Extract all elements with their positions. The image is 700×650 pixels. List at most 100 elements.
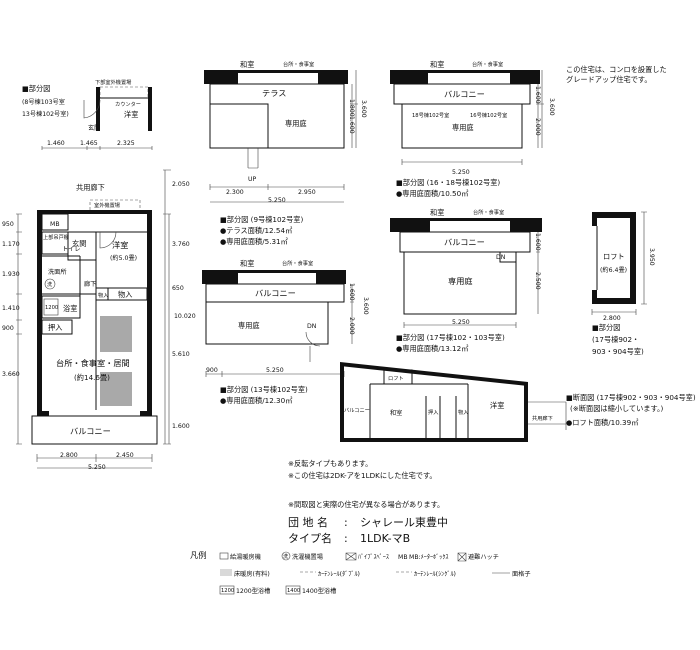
section-caption-1: ■断面図 (17号棟902・903・904号室) — [566, 393, 696, 402]
plan16-garden: 専用庭 — [452, 123, 474, 132]
escape-hatch-icon — [457, 552, 467, 562]
bath-size-label: 1200 — [45, 305, 58, 311]
svg-text::: : — [344, 516, 348, 529]
bath-1400-icon — [285, 585, 301, 595]
plan9-caption-2: ●テラス面積/12.54㎡ — [220, 226, 292, 235]
legend-item-2: ﾊﾟｲﾌﾟｽﾍﾟｰｽ — [358, 554, 389, 561]
plan16-caption-1: ■部分図 (16・18号棟102号室) — [396, 178, 500, 187]
right-dim-4: 10.020 — [174, 313, 196, 320]
balcony-label: バルコニー — [70, 426, 111, 436]
section-drawing: ロフト バルコニー 和室 押入 物入 洋室 共用廊下 ■断面図 (17号棟902… — [340, 362, 696, 442]
plan16-dim-v3: 3.600 — [548, 98, 555, 116]
legend-item-0: 給湯暖房機 — [230, 553, 261, 561]
plan13-dim-v1: 1.600 — [348, 283, 355, 301]
property-type-label: タイプ名 — [288, 531, 332, 545]
plan17-dim-v2: 2.500 — [534, 272, 541, 290]
plan9-dim-h2: 2.950 — [298, 189, 316, 196]
upper-plan-units-1: (8号棟103号室 — [22, 98, 65, 106]
corridor-label: 共用廊下 — [76, 183, 105, 192]
plan9-garden: 専用庭 — [285, 119, 307, 128]
right-dim-5: 5.610 — [172, 351, 190, 358]
left-dim-3: 1.930 — [2, 271, 20, 278]
plan17-caption-1: ■部分図 (17号棟102・103号室) — [396, 333, 505, 342]
bath-1200-icon — [219, 585, 235, 595]
washer-icon — [281, 551, 291, 561]
mb-label: MB — [50, 221, 60, 228]
partial-plan-13: 和室 台所・食事室 バルコニー 専用庭 DN 1.600 2.000 3.600… — [202, 259, 369, 405]
storage-label: 物入 — [118, 290, 132, 299]
outdoor-unit2-label: 室外機置場 — [94, 201, 120, 209]
plan9-dim-h1: 2.300 — [226, 189, 244, 196]
floor-heating-icon — [220, 569, 232, 576]
plan13-caption-1: ■部分図 (13号棟102号室) — [220, 385, 308, 394]
top-dim-3: 2.325 — [117, 140, 135, 147]
legend-item-7: ｶｰﾃﾝﾚｰﾙ(ｼﾝｸﾞﾙ) — [414, 571, 456, 578]
partial-plan-9: 和室 台所・食事室 テラス 専用庭 UP 1.800 1.600 3.600 2… — [204, 60, 367, 246]
section-loft: ロフト — [388, 375, 404, 382]
loft-dim-h: 2.800 — [603, 315, 621, 322]
entrance-label: 玄関 — [72, 239, 86, 248]
storage-small-label: 物入 — [98, 291, 108, 299]
section-corridor: 共用廊下 — [532, 414, 553, 422]
section-storage: 物入 — [458, 408, 468, 416]
plan16-dim-v1: 1.600 — [534, 86, 541, 104]
legend-item-1: 洗濯機置場 — [292, 553, 323, 561]
hall-label: 廊下 — [84, 280, 96, 288]
legend-item-10: 1400型浴槽 — [302, 587, 336, 595]
upper-plan-units-2: 13号棟102号室) — [22, 110, 69, 118]
water-heater-icon — [219, 552, 229, 560]
plan13-dn: DN — [307, 323, 317, 330]
plan13-dim-v2: 2.000 — [348, 317, 355, 335]
plan9-washitsu: 和室 — [240, 60, 254, 69]
section-balcony: バルコニー — [344, 407, 370, 414]
top-dim-2: 1.465 — [80, 140, 98, 147]
right-dim-3: 650 — [172, 285, 184, 292]
western-size-label: (約5.0畳) — [110, 254, 137, 262]
top-dim-1: 1.460 — [47, 140, 65, 147]
cabinet-label: 上部吊戸棚 — [43, 233, 69, 241]
loft-name: ロフト — [603, 252, 625, 261]
plan16-kitchen: 台所・食事室 — [472, 60, 503, 68]
legend-icon-bath-1200: 1200 — [221, 588, 234, 594]
plan9-kitchen: 台所・食事室 — [283, 60, 314, 68]
plan9-terrace: テラス — [262, 88, 286, 98]
loft-caption-3: 903・904号室) — [592, 347, 644, 356]
plan16-dim-v2: 2.000 — [534, 118, 541, 136]
left-dim-1: 950 — [2, 221, 14, 228]
floor-heating-area-2 — [100, 372, 132, 406]
plan9-dim-v3: 3.600 — [360, 100, 367, 118]
plan17-total: 5.250 — [452, 319, 470, 326]
legend-icon-bath-1400: 1400 — [287, 588, 300, 594]
upper-partial-plan: ■部分図 (8号棟103号室 13号棟102号室) 下部室外機置場 カウンター … — [22, 78, 152, 132]
partial-plan-16-18: 和室 台所・食事室 バルコニー 18号棟102号室 16号棟102号室 専用庭 … — [390, 60, 555, 198]
top-note-2: グレードアップ住宅です。 — [566, 75, 652, 84]
section-washitsu: 和室 — [390, 409, 402, 417]
plan17-washitsu: 和室 — [430, 208, 444, 217]
loft-caption-1: ■部分図 — [592, 323, 620, 332]
section-western: 洋室 — [490, 401, 504, 410]
right-dim-6: 1.600 — [172, 423, 190, 430]
legend-item-5: 床暖房(有料) — [234, 570, 270, 578]
top-note-1: この住宅は、コンロを設置した — [566, 65, 667, 74]
plan9-caption-1: ■部分図 (9号棟102号室) — [220, 215, 303, 224]
plan17-balcony: バルコニー — [444, 237, 485, 247]
plan17-caption-2: ●専用庭面積/13.12㎡ — [396, 344, 468, 353]
disclaimer: ※間取図と実際の住宅が異なる場合があります。 — [288, 500, 444, 509]
closet-label: 押入 — [48, 323, 62, 332]
ldk-label: 台所・食事室・居間 — [56, 358, 130, 368]
toilet-label: トイレ — [62, 246, 81, 253]
left-dim-2: 1.170 — [2, 241, 20, 248]
plan16-total: 5.250 — [452, 169, 470, 176]
left-dim-4: 1.410 — [2, 305, 20, 312]
plan9-caption-3: ●専用庭面積/5.31㎡ — [220, 237, 288, 246]
left-dim-5: 900 — [2, 325, 14, 332]
loft-dim-v: 3.950 — [648, 248, 655, 266]
western-label: 洋室 — [112, 240, 128, 250]
legend-title: 凡例 — [190, 550, 206, 560]
main-floor-plan: 1.460 1.465 2.325 共用廊下 室外機置場 MB 上部吊戸棚 トイ… — [2, 140, 196, 471]
note-reverse: ※反転タイプもあります。 — [288, 459, 372, 468]
partial-plan-17: 和室 台所・食事室 バルコニー DN 専用庭 1.600 2.500 5.250… — [390, 208, 542, 353]
plan13-dim-v3: 3.600 — [362, 297, 369, 315]
property-name-value: シャレール東豊中 — [360, 516, 448, 529]
